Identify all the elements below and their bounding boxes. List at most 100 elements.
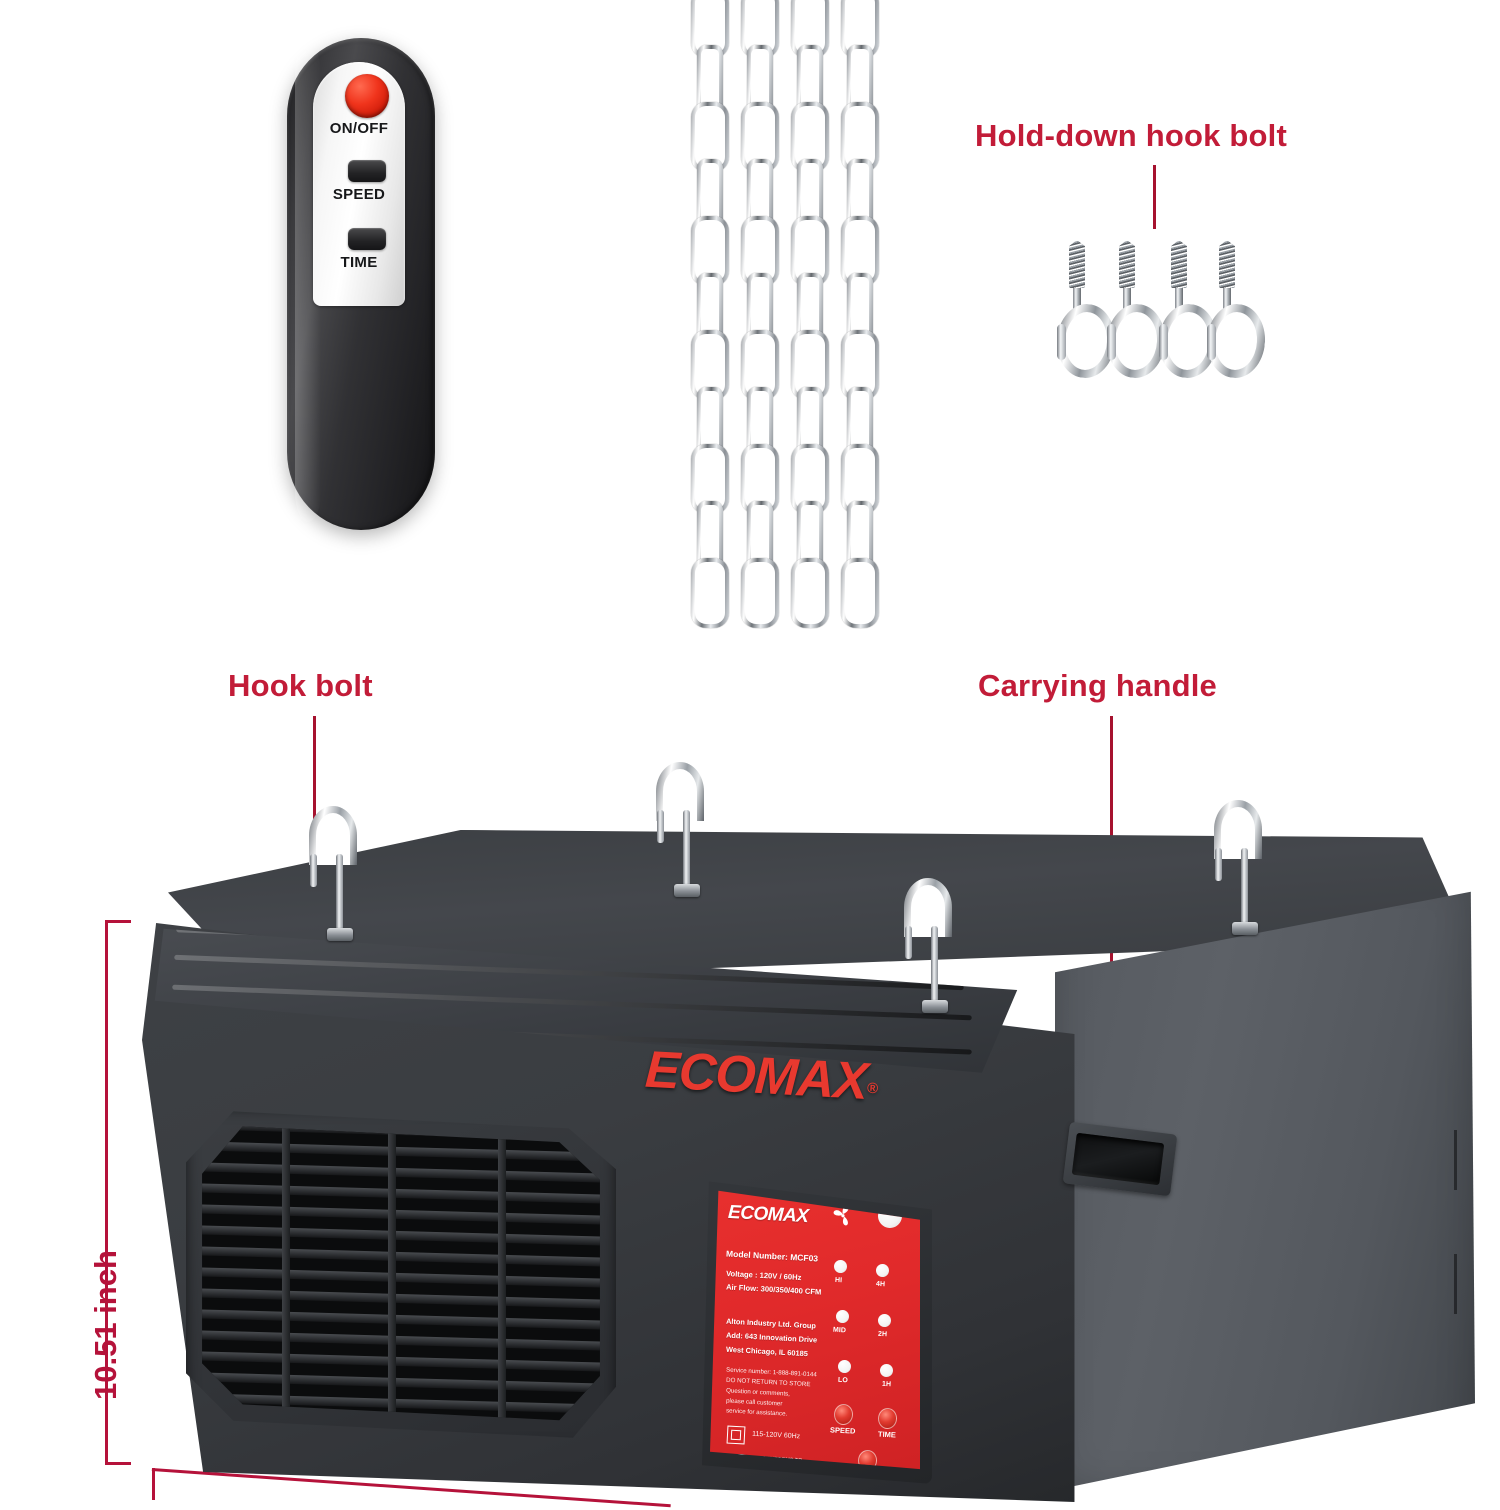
dimension-tick-depth-left	[152, 1468, 155, 1500]
mounted-hook-short-leg	[905, 926, 912, 959]
grille-divider-1	[282, 1126, 290, 1421]
remote-power-button[interactable]	[345, 74, 389, 118]
chain-link	[841, 444, 879, 514]
mounted-hook-long-leg	[1241, 848, 1248, 926]
led-speed-mid	[835, 1309, 850, 1324]
chain-link	[841, 558, 879, 628]
chain-link	[841, 216, 879, 286]
chain-link	[791, 216, 829, 286]
mounted-hook-long-leg	[683, 810, 690, 888]
chain-link	[791, 558, 829, 628]
panel-speed-label: SPEED	[829, 1425, 856, 1436]
chain	[838, 0, 875, 638]
grille-louver	[202, 1183, 600, 1204]
led-label-4h: 4H	[875, 1280, 886, 1289]
screw-hook-tip	[1159, 324, 1168, 360]
grille-louver	[202, 1267, 600, 1288]
mounted-hook-short-leg	[657, 810, 664, 843]
mounted-hook-arc	[309, 806, 357, 865]
grille-louver	[202, 1162, 600, 1183]
chain-link	[791, 102, 829, 172]
chain-link	[797, 387, 823, 457]
led-timer-1h	[879, 1363, 894, 1378]
chain-link	[741, 558, 779, 628]
mounted-hook-nut	[1232, 922, 1258, 935]
class-ii-icon	[726, 1425, 746, 1445]
led-speed-lo	[837, 1359, 852, 1374]
brand-logo-registered: ®	[866, 1079, 878, 1098]
chain-link	[691, 0, 729, 58]
grille-divider-2	[388, 1126, 396, 1421]
led-timer-2h	[877, 1313, 892, 1328]
grille-louver	[202, 1225, 600, 1246]
chain-link	[847, 273, 873, 343]
remote-speed-button[interactable]	[348, 160, 386, 182]
led-timer-4h	[875, 1263, 890, 1278]
control-panel: ECOMAX Model Number: MCF03 Voltage : 120…	[710, 1190, 920, 1470]
panel-time-button[interactable]	[877, 1407, 898, 1430]
mounted-hook-bolt	[1210, 800, 1258, 935]
screw-hook-tip	[1207, 324, 1216, 360]
chain	[688, 0, 725, 638]
chain-link	[697, 159, 723, 229]
panel-model-number: Model Number: MCF03	[725, 1248, 819, 1264]
mounted-hook-long-leg	[336, 854, 343, 932]
chain-link	[697, 501, 723, 571]
mounted-hook-arc	[1214, 800, 1262, 859]
leader-line-hold-down-hook-bolt	[1153, 165, 1156, 229]
chain-link	[797, 159, 823, 229]
chain-link	[791, 0, 829, 58]
mounted-hook-short-leg	[310, 854, 317, 887]
panel-time-label: TIME	[877, 1429, 897, 1440]
remote-power-label: ON/OFF	[329, 120, 389, 137]
screw-hook-bolt	[1105, 232, 1151, 372]
mounted-hook-bolt	[305, 806, 353, 941]
panel-address-1: Add: 643 Innovation Drive	[725, 1330, 818, 1345]
screw-hook-tip	[1057, 324, 1066, 360]
led-label-lo: LO	[837, 1376, 848, 1385]
dimension-tick-bottom	[105, 1462, 131, 1465]
brand-logo-text: ECOMAX	[643, 1040, 869, 1111]
side-seam-lower	[1454, 1254, 1457, 1315]
grille-louver	[202, 1246, 600, 1267]
chain-link	[741, 0, 779, 58]
chain-link	[691, 330, 729, 400]
chain-link	[847, 45, 873, 115]
mounted-hook-long-leg	[931, 926, 938, 1004]
panel-airflow: Air Flow: 300/350/400 CFM	[725, 1282, 822, 1297]
mounted-hook-nut	[922, 1000, 948, 1013]
chain-link	[691, 102, 729, 172]
air-intake-grille	[202, 1126, 600, 1421]
dimension-tick-top	[105, 920, 131, 923]
panel-rating: 115-120V 60Hz	[751, 1430, 801, 1441]
led-speed-hi	[833, 1259, 848, 1274]
led-label-2h: 2H	[877, 1330, 888, 1339]
chain-link	[797, 45, 823, 115]
chain-link	[847, 159, 873, 229]
panel-speed-button[interactable]	[833, 1403, 854, 1426]
mounted-hook-nut	[674, 884, 700, 897]
remote-time-button[interactable]	[348, 228, 386, 250]
mounted-hook-arc	[656, 762, 704, 821]
screw-hook-bolt	[1157, 232, 1203, 372]
led-label-mid: MID	[832, 1326, 847, 1335]
chain-link	[791, 444, 829, 514]
chain-link	[691, 558, 729, 628]
grille-louver	[202, 1351, 600, 1372]
chain-link	[741, 444, 779, 514]
panel-brand-logo: ECOMAX	[727, 1201, 809, 1228]
callout-hook-bolt: Hook bolt	[228, 668, 373, 703]
grille-louver	[202, 1309, 600, 1330]
callout-carrying-handle: Carrying handle	[978, 668, 1217, 703]
chain-link	[791, 330, 829, 400]
dimension-line-vertical	[105, 920, 108, 1465]
grille-louver	[202, 1141, 600, 1162]
air-filtration-unit: ECOMAX® ECOMAX Model Number: MCF03 Volta…	[90, 770, 1475, 1510]
chain-link	[847, 501, 873, 571]
screw-hook-thread	[1219, 240, 1235, 288]
chain-link	[697, 387, 723, 457]
panel-service-note-3: service for assistance.	[725, 1407, 788, 1418]
remote-speed-label: SPEED	[332, 186, 386, 203]
chain-link	[747, 273, 773, 343]
